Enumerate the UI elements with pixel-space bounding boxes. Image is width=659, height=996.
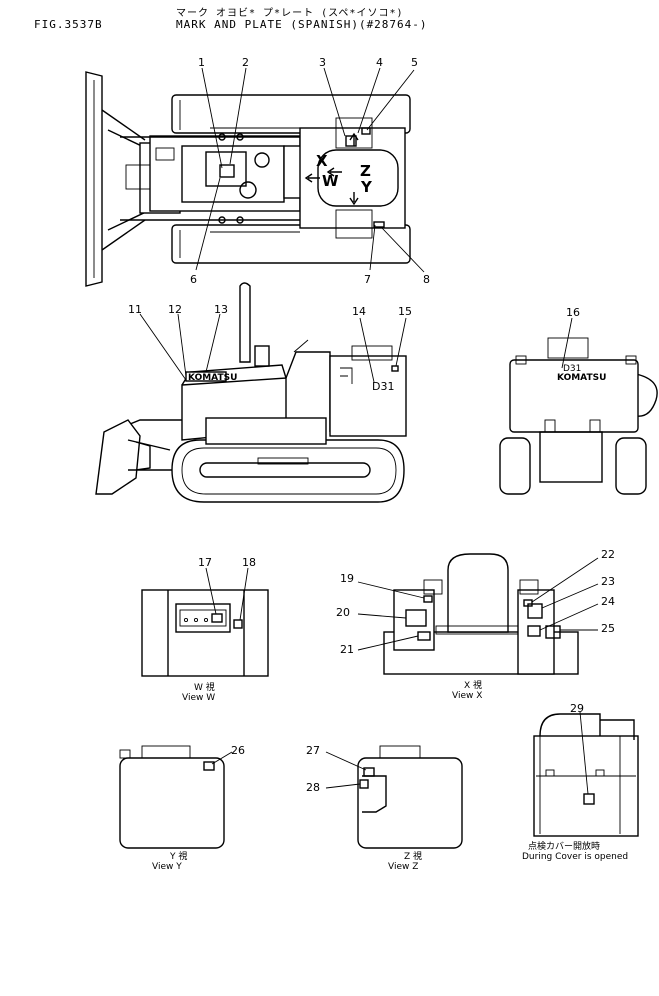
callout-15: 15 — [398, 305, 412, 318]
callout-12: 12 — [168, 303, 182, 316]
callout-7: 7 — [364, 273, 371, 286]
leader-17 — [205, 567, 217, 615]
rear-view-bulldozer: D31 KOMATSU — [499, 337, 658, 495]
cover-caption-jp: 点検カバー開放時 — [528, 840, 600, 852]
callout-29: 29 — [570, 702, 584, 715]
callout-26: 26 — [231, 744, 245, 757]
view-w-caption: View W — [182, 693, 215, 703]
view-w-caption-jp: W 視 — [194, 681, 215, 693]
cover-caption: During Cover is opened — [522, 852, 628, 862]
callout-1: 1 — [198, 56, 205, 69]
leader-28 — [325, 783, 361, 789]
callout-4: 4 — [376, 56, 383, 69]
callout-21: 21 — [340, 643, 354, 656]
callout-25: 25 — [601, 622, 615, 635]
view-marker-z: Z — [360, 162, 371, 180]
view-marker-y: Y — [360, 178, 373, 196]
callout-27: 27 — [306, 744, 320, 757]
callout-22: 22 — [601, 548, 615, 561]
side-brand-text: KOMATSU — [188, 373, 237, 383]
view-x-caption: View X — [452, 691, 482, 701]
leader-29 — [579, 711, 589, 795]
rear-model-text: D31 — [563, 364, 581, 374]
leader-18 — [239, 567, 249, 621]
view-w-drawing — [141, 589, 269, 677]
leader-lines-side — [139, 313, 407, 383]
cover-open-drawing — [533, 713, 639, 837]
side-view-bulldozer: KOMATSU D31 — [95, 282, 407, 503]
figure-title-japanese: マーク オヨビ* プ*レート (スペ*イソコ*) — [176, 8, 404, 19]
callout-3: 3 — [319, 56, 326, 69]
callout-16: 16 — [566, 306, 580, 319]
view-z-drawing — [357, 745, 463, 849]
callout-23: 23 — [601, 575, 615, 588]
callout-6: 6 — [190, 273, 197, 286]
view-y-drawing — [119, 745, 225, 849]
callout-17: 17 — [198, 556, 212, 569]
callout-28: 28 — [306, 781, 320, 794]
view-marker-w: W — [322, 172, 339, 190]
leader-27 — [325, 751, 367, 771]
callout-8: 8 — [423, 273, 430, 286]
callout-18: 18 — [242, 556, 256, 569]
view-z-caption-jp: Z 視 — [404, 850, 422, 862]
callout-13: 13 — [214, 303, 228, 316]
callout-5: 5 — [411, 56, 418, 69]
top-view-bulldozer: X W Z Y — [85, 71, 411, 287]
leader-lines-top — [195, 67, 425, 273]
callout-11: 11 — [128, 303, 142, 316]
figure-number: FIG.3537B — [34, 18, 103, 31]
leader-16 — [561, 317, 573, 369]
view-z-caption: View Z — [388, 862, 418, 872]
view-y-caption-jp: Y 視 — [169, 850, 187, 862]
callout-2: 2 — [242, 56, 249, 69]
side-model-text: D31 — [372, 380, 394, 393]
rear-brand-text: KOMATSU — [557, 373, 606, 383]
leader-26 — [211, 751, 233, 765]
view-x-drawing — [383, 553, 579, 675]
callout-14: 14 — [352, 305, 366, 318]
leader-lines-view-x — [357, 557, 599, 651]
figure-title: MARK AND PLATE (SPANISH)(#28764-) — [176, 18, 428, 31]
callout-19: 19 — [340, 572, 354, 585]
view-x-caption-jp: X 視 — [464, 679, 482, 691]
callout-24: 24 — [601, 595, 615, 608]
view-y-caption: View Y — [152, 862, 182, 872]
view-marker-x: X — [316, 152, 328, 170]
callout-20: 20 — [336, 606, 350, 619]
